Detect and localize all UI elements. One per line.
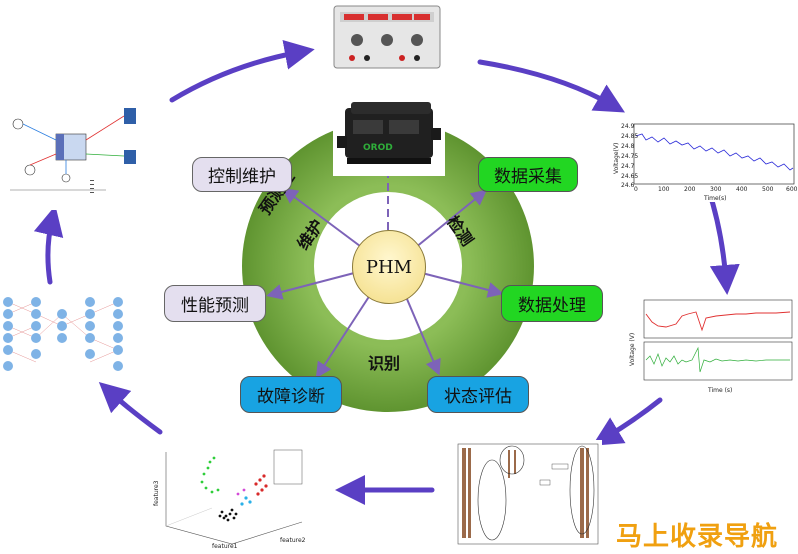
- scatter-z-label: feature3: [153, 480, 160, 506]
- box-state-assessment: 状态评估: [427, 376, 529, 413]
- svg-text:400: 400: [736, 186, 748, 193]
- feature-scatter-panel: feature1 feature2 feature3: [152, 446, 310, 550]
- svg-text:24.9: 24.9: [621, 123, 635, 130]
- processed-signal-panel: Voltage (V) Time (s): [626, 296, 796, 396]
- voltage-yticks: 24.9 24.85 24.8 24.75 24.7 24.65 24.6: [621, 123, 638, 189]
- svg-text:200: 200: [684, 186, 696, 193]
- spoke-arrows: [266, 187, 504, 379]
- box-performance-prediction: 性能预测: [164, 285, 266, 322]
- voltage-series-line: [635, 133, 794, 171]
- box-data-processing: 数据处理: [501, 285, 603, 322]
- spectrum-panel: [452, 440, 602, 550]
- fuel-cell-stack-image: OROD: [333, 88, 445, 176]
- svg-text:OROD: OROD: [363, 143, 393, 153]
- svg-text:24.8: 24.8: [621, 143, 635, 150]
- svg-text:100: 100: [658, 186, 670, 193]
- svg-text:500: 500: [762, 186, 774, 193]
- voltage-y-label: Voltage(V): [613, 143, 620, 174]
- phm-label: PHM: [365, 256, 413, 278]
- svg-text:24.6: 24.6: [621, 182, 635, 189]
- svg-text:600: 600: [786, 186, 798, 193]
- scatter-x-label: feature1: [212, 543, 238, 550]
- signal-y-label: Voltage (V): [629, 333, 636, 366]
- ring-label-identify: 识别: [368, 354, 401, 373]
- voltage-chart-panel: Voltage(V) Time(s) 24.9 24.85 24.8 24.75…: [612, 118, 798, 202]
- watermark-text: 马上收录导航: [616, 522, 779, 552]
- power-supply-image: [333, 5, 441, 69]
- phm-center-circle: PHM: [352, 230, 426, 304]
- voltage-x-label: Time(s): [703, 195, 727, 202]
- box-fault-diagnosis: 故障诊断: [240, 376, 342, 413]
- svg-text:24.75: 24.75: [621, 153, 638, 160]
- neural-network-diagram: [3, 297, 123, 371]
- svg-text:300: 300: [710, 186, 722, 193]
- scatter-y-label: feature2: [280, 537, 306, 544]
- signal-x-label: Time (s): [707, 387, 732, 394]
- svg-text:24.85: 24.85: [621, 133, 638, 140]
- box-data-collection: 数据采集: [478, 157, 578, 192]
- svg-text:24.65: 24.65: [621, 173, 638, 180]
- box-control-maintenance: 控制维护: [192, 157, 292, 192]
- voltage-xticks: 0 100 200 300 400 500 600: [634, 186, 798, 193]
- svg-text:0: 0: [634, 186, 638, 193]
- svg-text:24.7: 24.7: [621, 163, 635, 170]
- system-schematic-diagram: [6, 100, 156, 210]
- cycle-arrows: [33, 39, 740, 505]
